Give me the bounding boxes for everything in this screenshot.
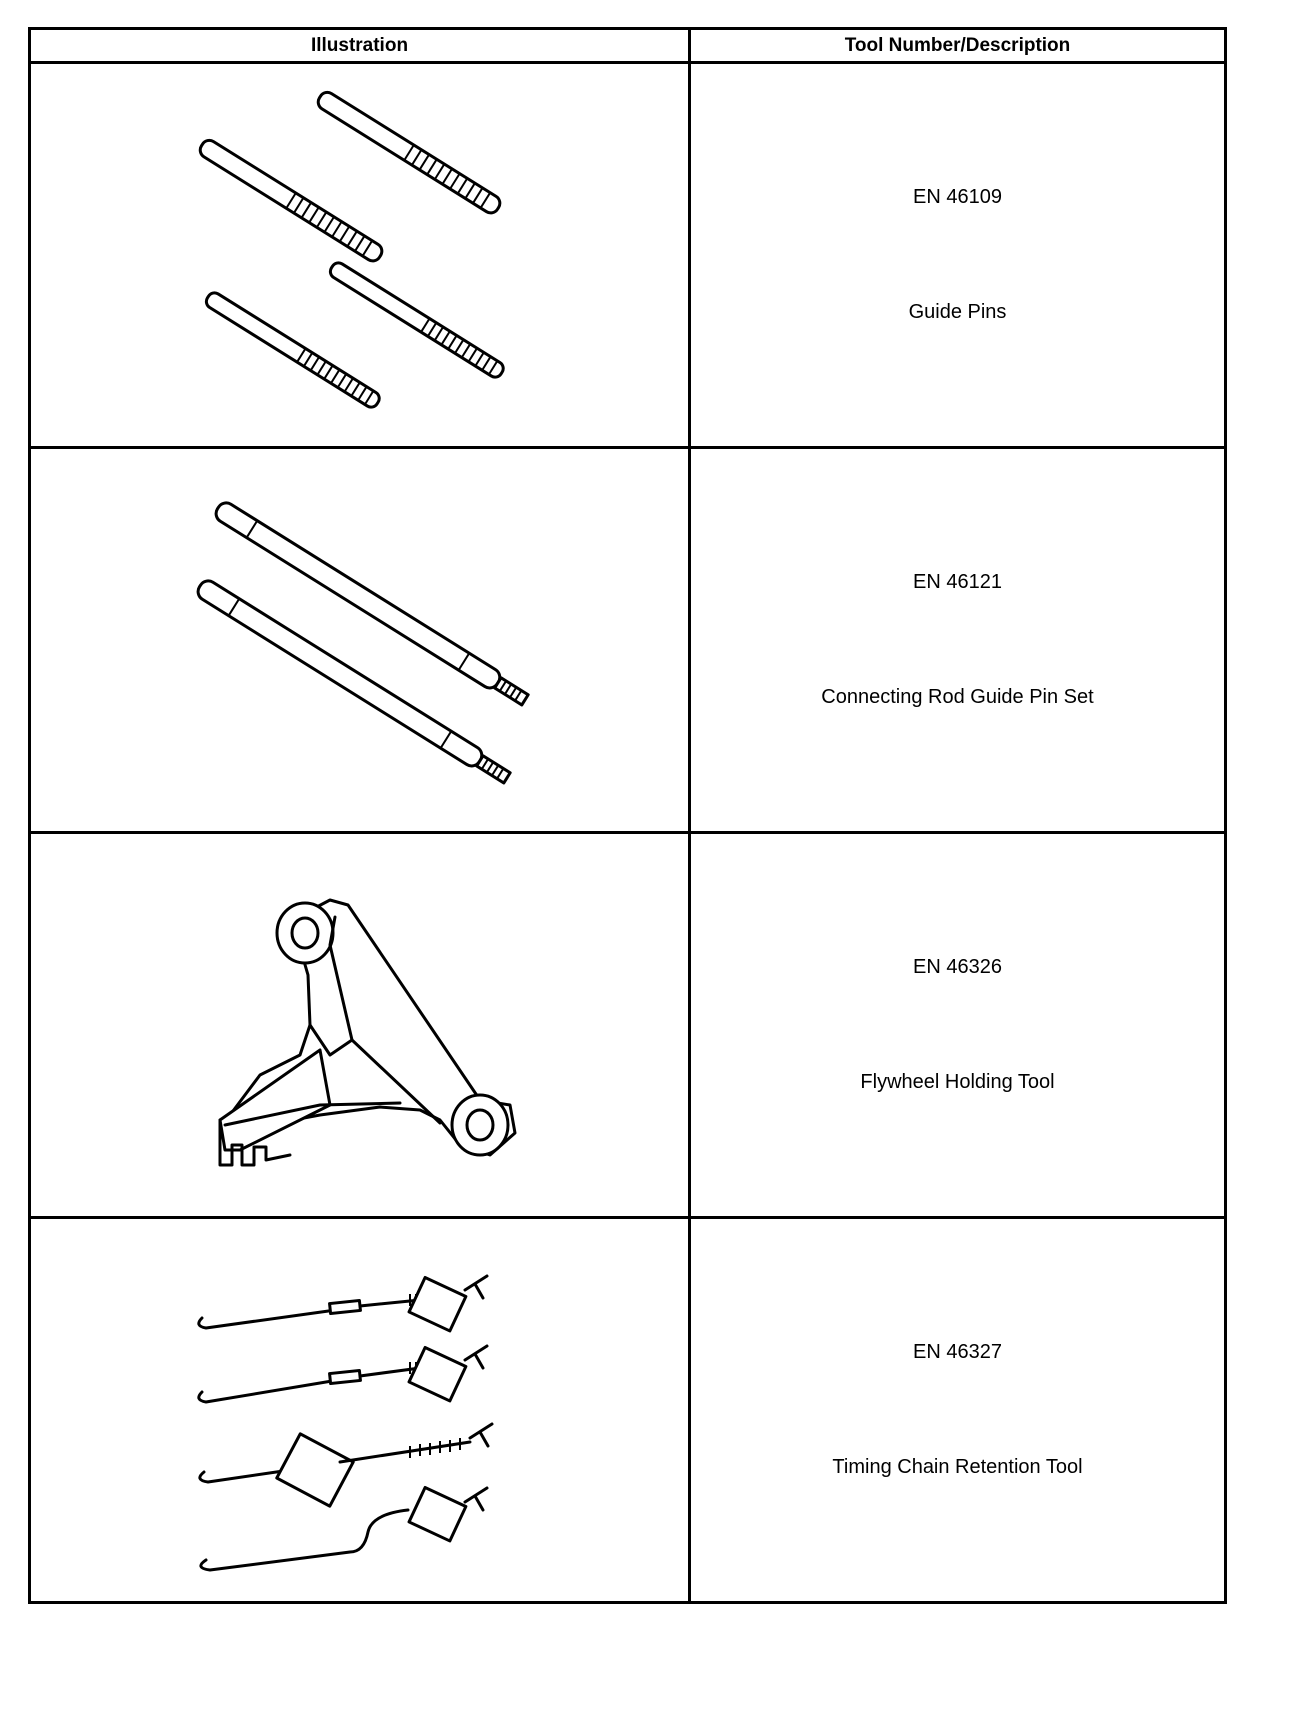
- illustration-cell: [28, 1216, 691, 1604]
- tool-description: Flywheel Holding Tool: [860, 1071, 1055, 1093]
- flywheel-holding-tool-icon: [218, 898, 516, 1167]
- header-illustration: Illustration: [28, 27, 691, 64]
- tool-description-cell: EN 46327 Timing Chain Retention Tool: [688, 1216, 1227, 1604]
- tool-number: EN 46326: [913, 956, 1002, 978]
- illustration-cell: [28, 61, 691, 449]
- table-row: EN 46109 Guide Pins: [28, 61, 1227, 449]
- tool-description-cell: EN 46326 Flywheel Holding Tool: [688, 831, 1227, 1219]
- connecting-rod-guide-pin-set-icon: [196, 501, 530, 785]
- tool-description: Timing Chain Retention Tool: [832, 1456, 1083, 1478]
- tool-number: EN 46327: [913, 1341, 1002, 1363]
- tool-description: Connecting Rod Guide Pin Set: [821, 686, 1094, 708]
- table-row: EN 46326 Flywheel Holding Tool: [28, 831, 1227, 1219]
- tool-number: EN 46109: [913, 186, 1002, 208]
- table-row: EN 46121 Connecting Rod Guide Pin Set: [28, 446, 1227, 834]
- special-tools-table: Illustration Tool Number/Description: [28, 27, 1227, 1604]
- header-tool-number-description: Tool Number/Description: [688, 27, 1227, 64]
- tool-description-cell: EN 46109 Guide Pins: [688, 61, 1227, 449]
- illustration-cell: [28, 446, 691, 834]
- table-header-row: Illustration Tool Number/Description: [28, 27, 1227, 64]
- table-row: EN 46327 Timing Chain Retention Tool: [28, 1216, 1227, 1604]
- timing-chain-retention-tool-icon: [196, 1274, 493, 1572]
- tool-number: EN 46121: [913, 571, 1002, 593]
- illustration-cell: [28, 831, 691, 1219]
- guide-pins-icon: [198, 90, 505, 409]
- tool-description: Guide Pins: [908, 301, 1007, 323]
- tool-description-cell: EN 46121 Connecting Rod Guide Pin Set: [688, 446, 1227, 834]
